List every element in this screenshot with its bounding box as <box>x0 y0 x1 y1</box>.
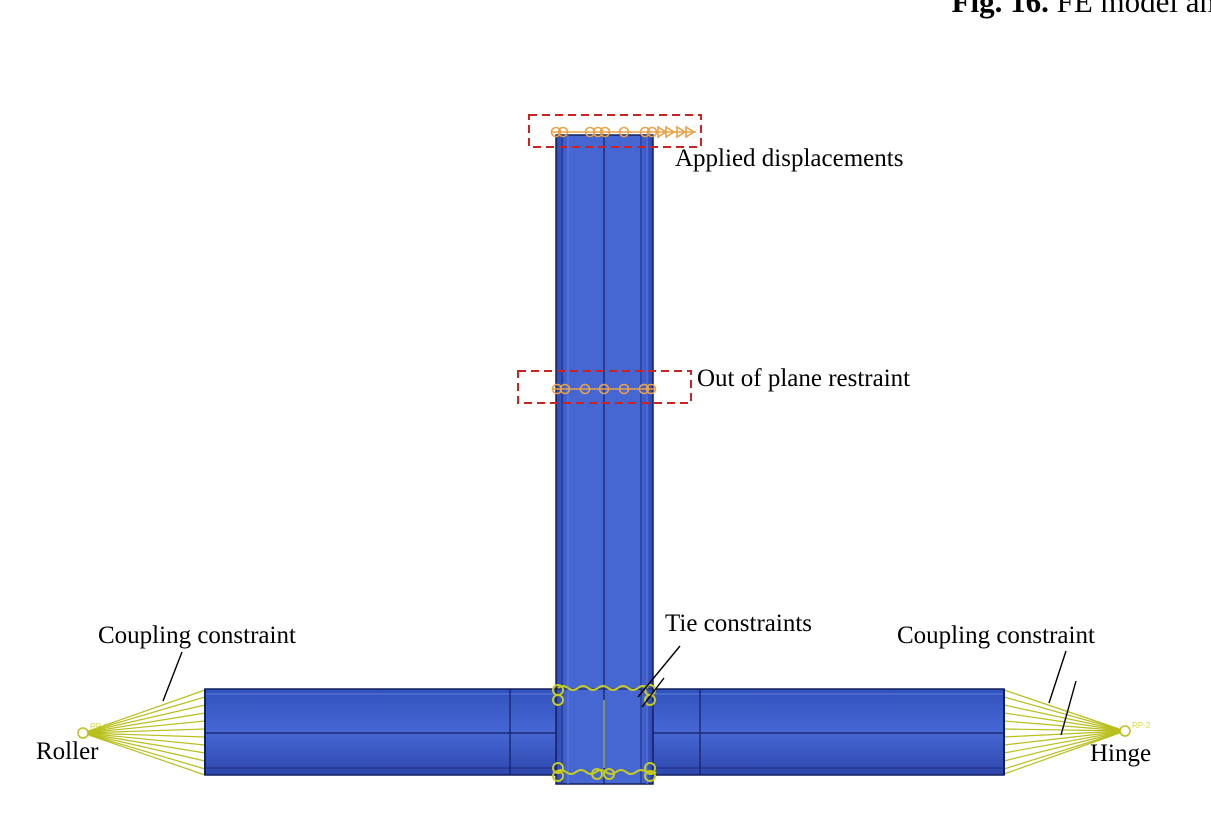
left-coupling-fan <box>82 689 206 776</box>
coupling-constraint-right-label: Coupling constraint <box>897 622 1095 649</box>
roller-label: Roller <box>36 738 99 765</box>
rp-right-label: RP-2 <box>1132 721 1151 730</box>
out-of-plane-restraint-markers <box>551 383 657 395</box>
applied-displacements-box <box>528 114 702 148</box>
tie-constraint-markers <box>552 684 657 782</box>
applied-displacement-markers <box>550 125 696 139</box>
figure-caption-text: FE model an <box>1048 0 1211 19</box>
tie-constraints-label: Tie constraints <box>665 610 812 637</box>
roller-reference-point <box>77 727 89 739</box>
vertical-column <box>555 134 654 785</box>
hinge-reference-point <box>1119 725 1131 737</box>
figure-caption: Fig. 16. FE model an <box>952 0 1211 20</box>
right-coupling-fan <box>1003 689 1126 775</box>
leader-lines <box>162 645 1077 736</box>
applied-displacements-label: Applied displacements <box>675 145 904 172</box>
out-of-plane-restraint-label: Out of plane restraint <box>697 365 911 392</box>
figure-number: Fig. 16. <box>951 0 1049 19</box>
rp-left-label: RP-1 <box>90 722 109 731</box>
out-of-plane-restraint-box <box>517 370 692 404</box>
hinge-label: Hinge <box>1090 740 1152 767</box>
coupling-constraint-left-label: Coupling constraint <box>98 622 296 649</box>
